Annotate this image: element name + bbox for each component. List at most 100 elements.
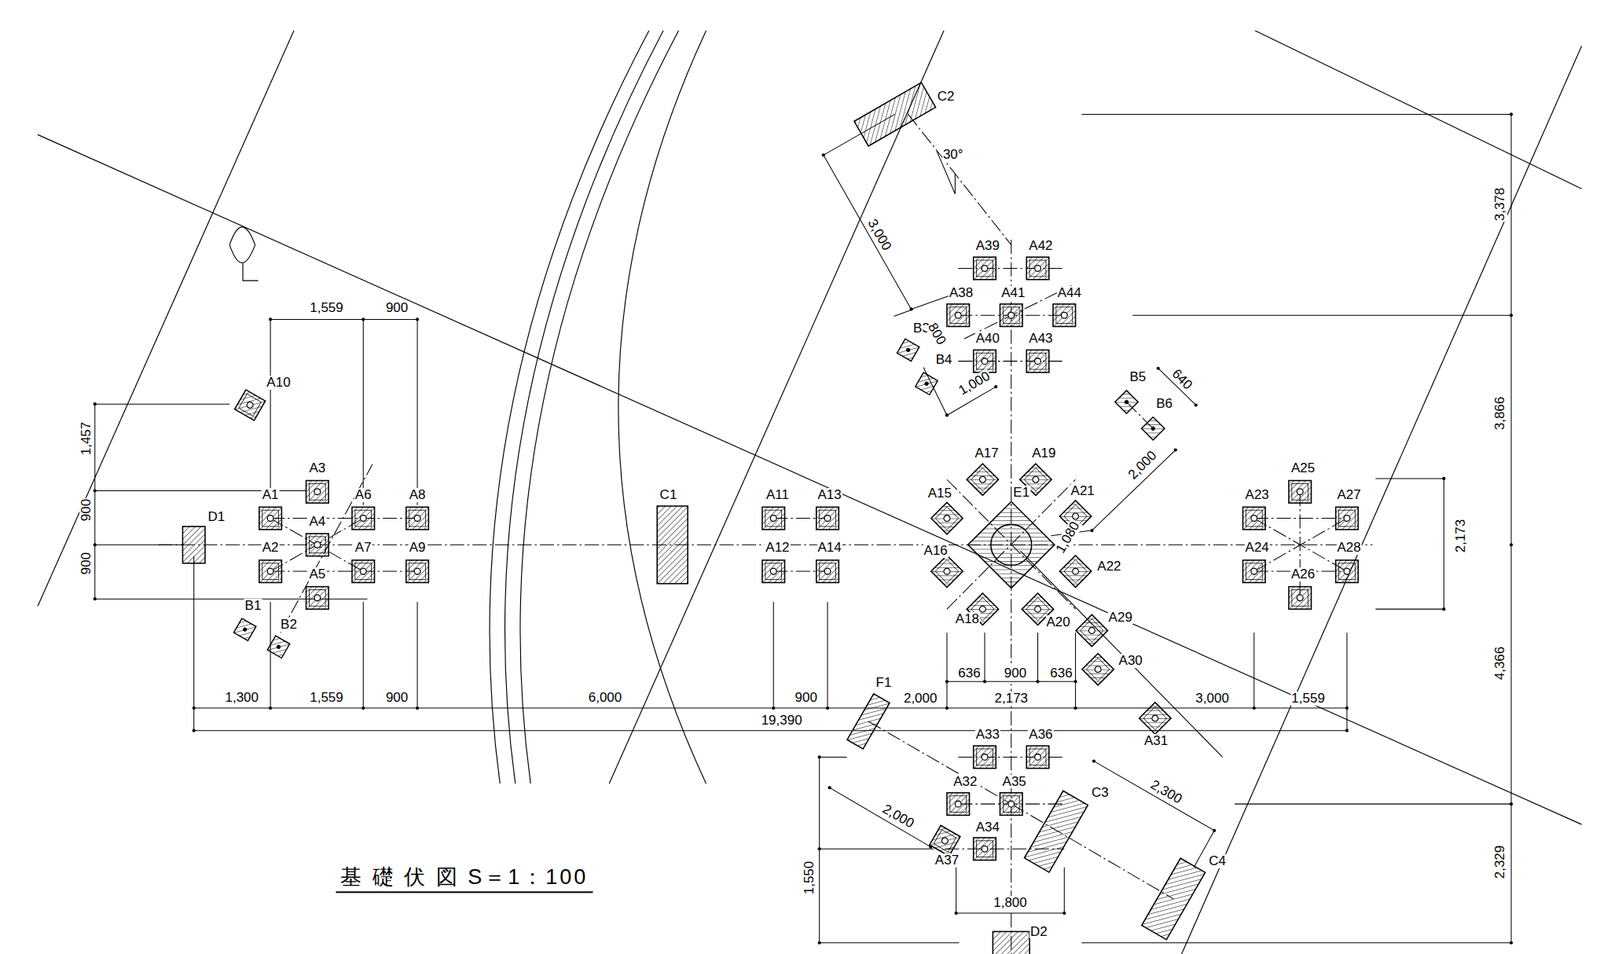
footing-label: A15: [927, 487, 953, 502]
footing: [946, 304, 970, 327]
dimension-label: 2,300: [1147, 777, 1186, 808]
footing-label: A3: [308, 461, 327, 476]
dimension-label: 3,000: [864, 216, 895, 254]
footing: [1000, 304, 1024, 327]
footing-label: A2: [261, 540, 280, 555]
footing-label: A37: [934, 853, 960, 868]
footing-label: A10: [265, 375, 291, 390]
footing: [1026, 256, 1050, 280]
footing: [1082, 653, 1114, 686]
footing: [816, 506, 840, 530]
footing-label: A5: [308, 567, 327, 582]
dimension-label: 3,378: [1493, 186, 1508, 222]
footing-label: A27: [1335, 488, 1362, 503]
footing-label: A38: [948, 286, 974, 301]
dimension-label: 30°: [942, 147, 965, 162]
footing-label: A34: [975, 820, 1001, 835]
footing: [352, 506, 375, 530]
footing: [762, 560, 786, 584]
dimension-label: 1,300: [223, 690, 260, 705]
footing: [973, 256, 997, 280]
footing-label: A43: [1027, 331, 1054, 346]
footing-label: A42: [1027, 238, 1054, 254]
dimension-label: 3,000: [1194, 692, 1230, 707]
footing-label: F1: [875, 675, 893, 690]
footing: [1026, 349, 1050, 373]
footing: [1141, 417, 1165, 441]
dimension-label: 1,080: [1053, 519, 1084, 558]
dimension-label: 1,000: [955, 368, 994, 399]
footing-label: B1: [244, 598, 263, 613]
dimension-lines: [95, 113, 1512, 943]
footing-label: C2: [936, 89, 956, 104]
dimension-label: 1,800: [992, 895, 1028, 911]
footing: [406, 560, 430, 584]
footing: [973, 745, 997, 769]
footing-label: A11: [765, 488, 790, 503]
dimension-label: 1,550: [802, 859, 817, 896]
footing-label: A7: [354, 540, 373, 555]
footing: [762, 506, 786, 530]
dimension-label: 636: [1049, 666, 1073, 681]
footing-label: A9: [408, 540, 427, 555]
footing: [931, 502, 963, 534]
footing: [306, 533, 330, 557]
footing-label: A23: [1244, 488, 1270, 503]
footing: [352, 560, 375, 584]
dimension-label: 900: [385, 300, 409, 316]
footing-label: A32: [952, 774, 978, 789]
footing-label: A19: [1031, 446, 1057, 461]
footing: [1075, 614, 1108, 646]
footing: [973, 837, 997, 861]
reference-lines: [37, 30, 1582, 954]
footing-label: A20: [1045, 615, 1071, 630]
dimension-label: 2,000: [902, 692, 939, 707]
dimension-label: 900: [385, 690, 409, 705]
footing-label: A25: [1290, 461, 1316, 476]
footing: [1288, 480, 1312, 504]
footing: [233, 618, 256, 641]
dimension-label: 3,866: [1493, 396, 1508, 432]
footing-label: D1: [206, 510, 226, 525]
footing: [1335, 506, 1359, 530]
dimension-label: 2,000: [1125, 447, 1160, 483]
dimension-label: 900: [1003, 666, 1028, 681]
dimension-ticks: [93, 112, 1513, 944]
dimension-label: 800: [924, 319, 950, 348]
footing: [1243, 506, 1267, 530]
dimension-label: 1,559: [308, 300, 345, 316]
footing-label: A17: [973, 446, 999, 461]
footing: [306, 480, 330, 504]
dimension-label: 900: [79, 551, 94, 576]
footing-label: A18: [954, 612, 980, 627]
dimension-label: 636: [957, 666, 981, 681]
footing: [234, 389, 266, 421]
footing-label: A44: [1056, 286, 1083, 301]
footing: [931, 555, 963, 588]
footing-label: A33: [975, 727, 1001, 742]
footing: [1053, 304, 1076, 327]
dimension-label: 640: [1168, 366, 1196, 393]
footing: [966, 463, 999, 496]
footing-label: C4: [1207, 854, 1227, 869]
footing: [816, 560, 840, 584]
footing: [1000, 792, 1024, 816]
footing-label: A1: [261, 488, 280, 503]
footing: [946, 792, 970, 816]
dimension-label: 4,366: [1493, 645, 1508, 682]
dimension-label: 1,559: [1290, 692, 1326, 707]
dimension-label: 2,329: [1493, 844, 1508, 881]
footing: [1026, 745, 1050, 769]
footing-label: A6: [354, 488, 373, 503]
footing: [1288, 587, 1312, 610]
footing: [929, 825, 961, 856]
footing: [1139, 702, 1171, 734]
footing-label: B2: [279, 617, 298, 632]
dimension-label: 900: [79, 498, 94, 522]
footing-label: A8: [408, 488, 427, 503]
footing-label: B4: [935, 352, 954, 367]
dimension-label: 900: [794, 690, 819, 705]
footing-label: C1: [659, 488, 679, 503]
